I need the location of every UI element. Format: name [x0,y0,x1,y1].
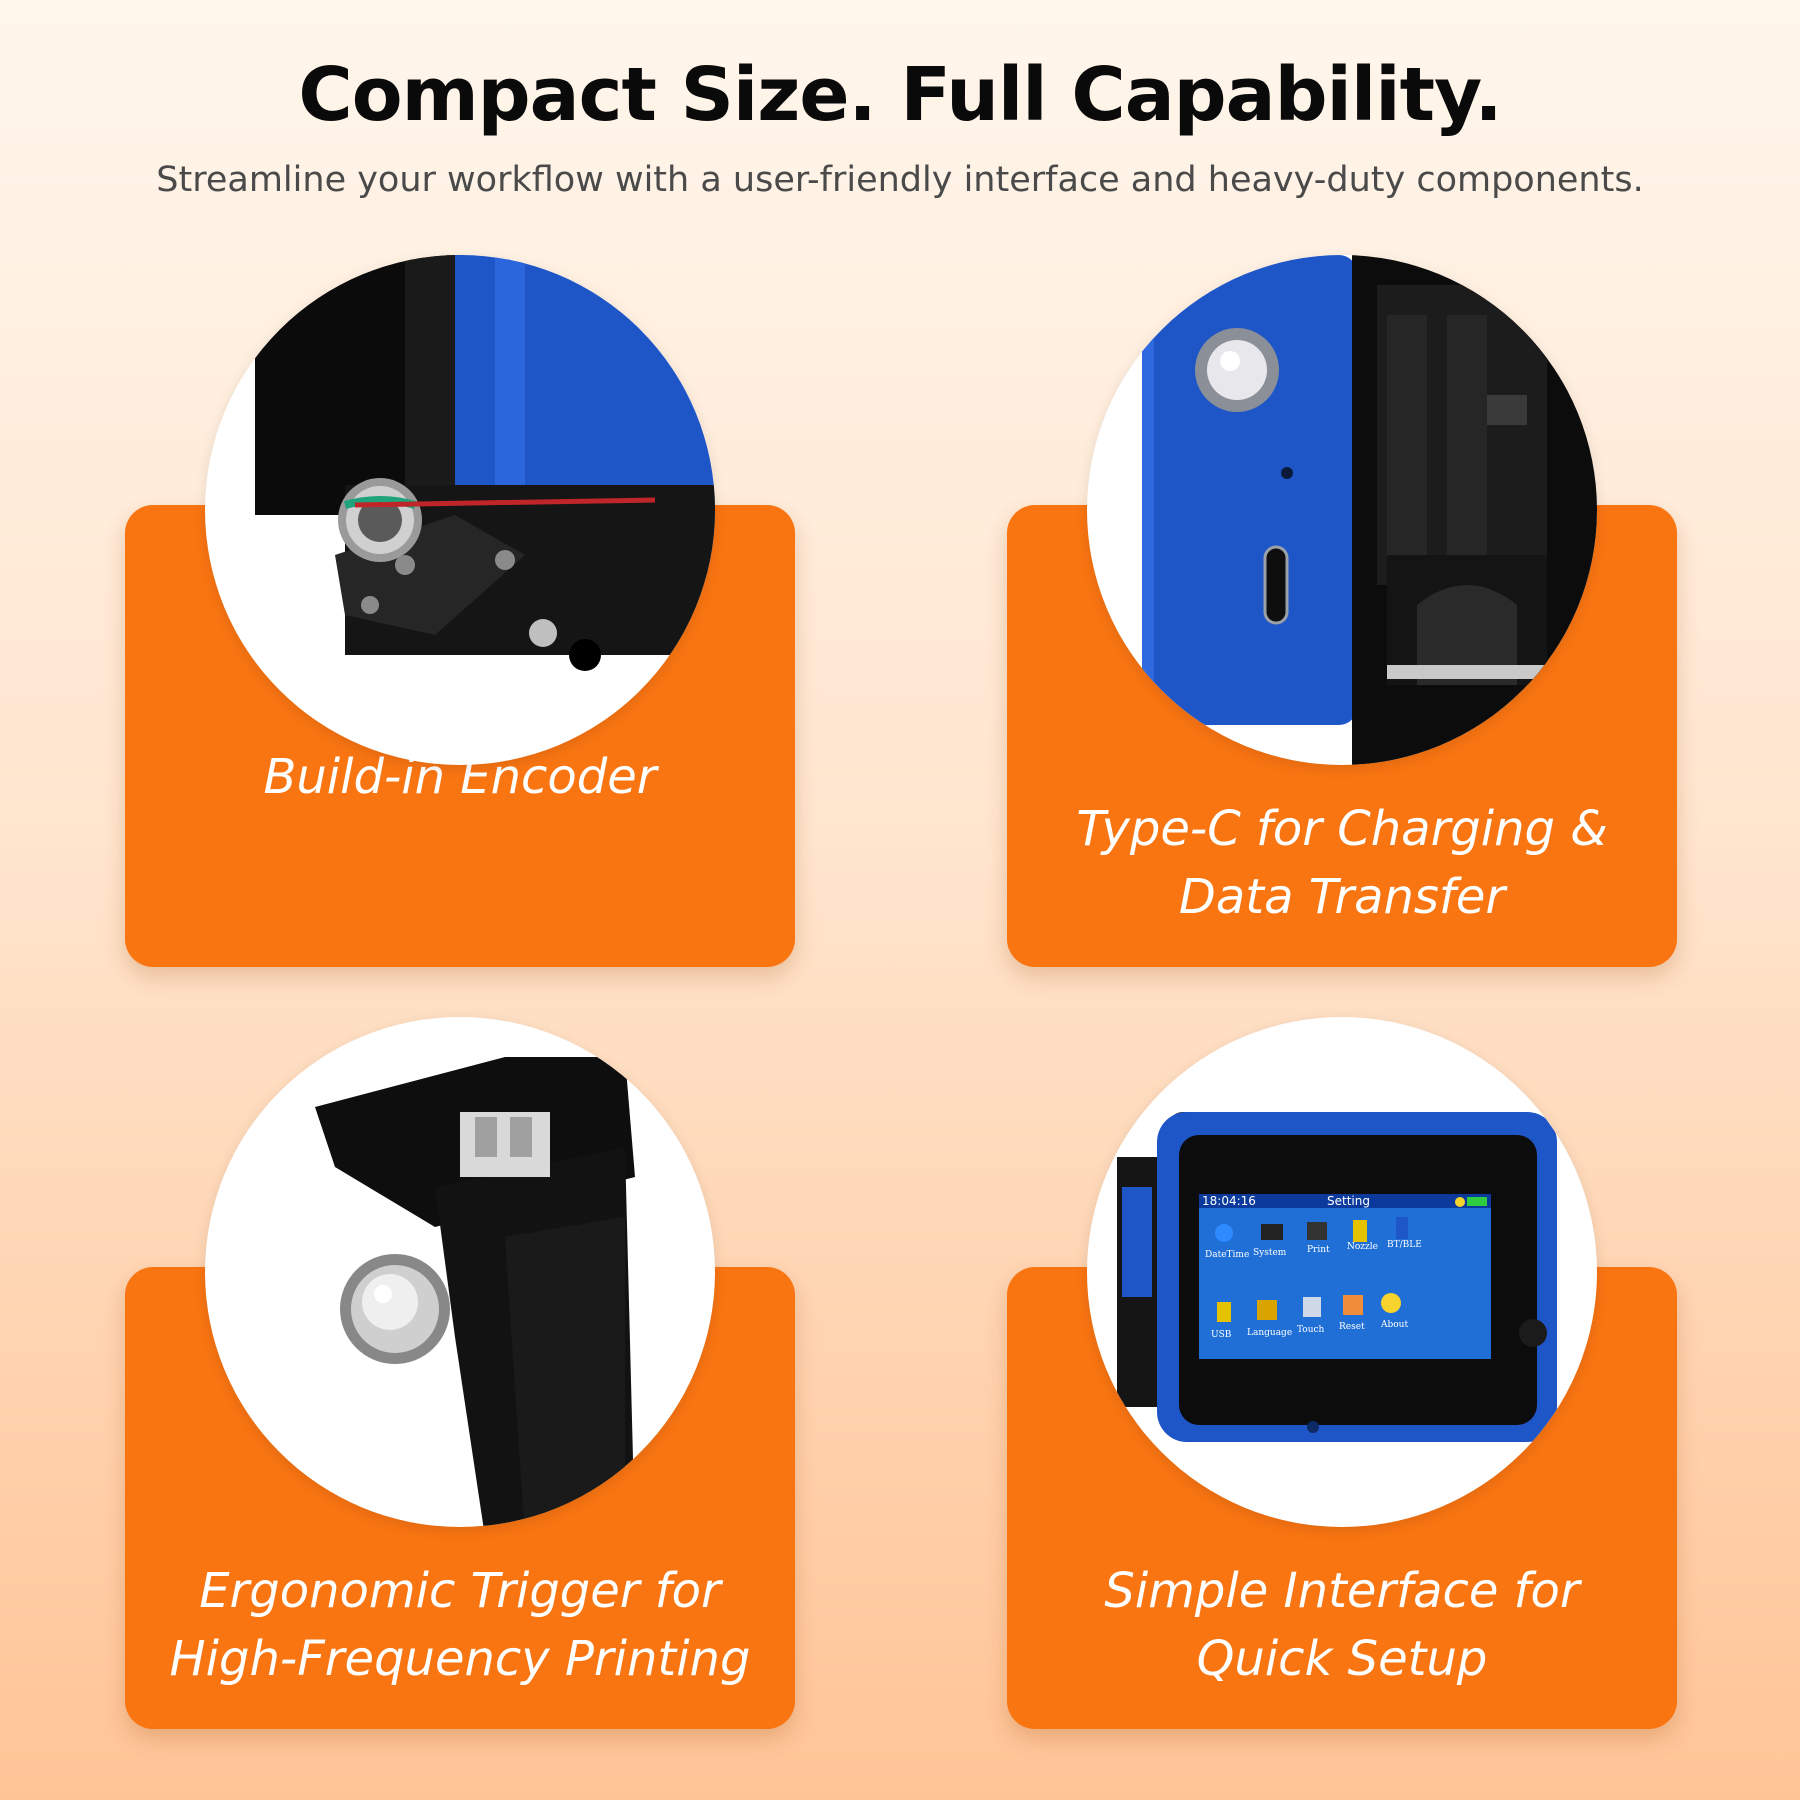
system-icon [1261,1224,1283,1240]
touchscreen-illustration: 18:04:16 Setting DateTime System Print N… [1117,1112,1557,1442]
page-subtitle: Streamline your workflow with a user-fri… [156,160,1644,200]
touchscreen-photo: 18:04:16 Setting DateTime System Print N… [1087,1017,1597,1527]
svg-text:System: System [1253,1248,1287,1258]
nozzle-icon [1353,1220,1367,1242]
svg-text:BT/BLE: BT/BLE [1387,1240,1422,1250]
datetime-icon [1215,1224,1233,1242]
svg-text:Print: Print [1307,1245,1330,1255]
feature-label-interface: Simple Interface for Quick Setup [1104,1563,1580,1687]
trigger-illustration [315,1057,635,1527]
type-c-photo [1087,255,1597,765]
encoder-illustration [255,255,715,671]
svg-text:Language: Language [1247,1328,1292,1338]
reset-icon [1343,1295,1363,1315]
language-icon [1257,1300,1277,1320]
trigger-photo [205,1017,715,1527]
page-title: Compact Size. Full Capability. [298,52,1502,138]
svg-text:DateTime: DateTime [1205,1250,1249,1260]
usb-icon [1217,1302,1231,1322]
svg-text:Nozzle: Nozzle [1347,1242,1378,1252]
screen-title: Setting [1327,1194,1370,1208]
screen-time: 18:04:16 [1202,1194,1256,1208]
feature-label-trigger: Ergonomic Trigger for High-Frequency Pri… [169,1563,751,1687]
about-icon [1381,1293,1401,1313]
svg-text:Reset: Reset [1339,1322,1365,1332]
svg-text:Touch: Touch [1297,1325,1325,1335]
status-dot-icon [1455,1197,1465,1207]
feature-label-type-c: Type-C for Charging & Data Transfer [1076,801,1608,925]
encoder-photo [205,255,715,765]
battery-icon [1467,1197,1487,1206]
svg-text:USB: USB [1211,1330,1232,1340]
print-icon [1307,1222,1327,1240]
bluetooth-icon [1396,1217,1408,1239]
type-c-illustration [1142,255,1597,765]
touch-icon [1303,1297,1321,1317]
svg-text:About: About [1380,1320,1408,1330]
